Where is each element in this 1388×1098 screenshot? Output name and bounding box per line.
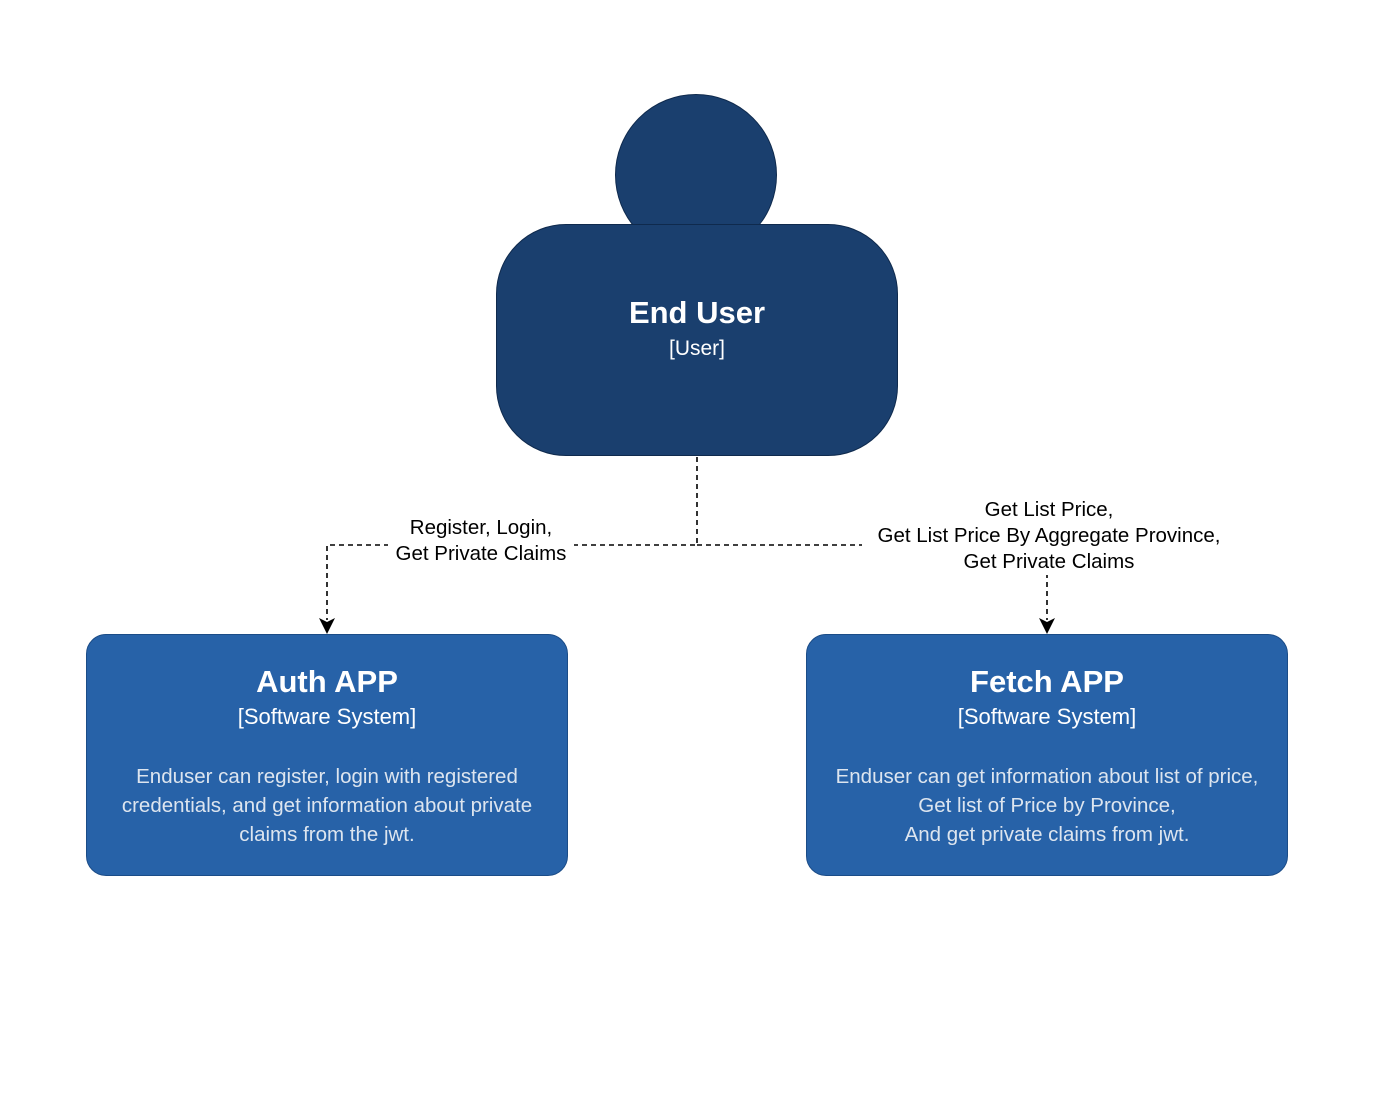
arrowhead-fetch	[1039, 618, 1055, 634]
description-line: Get list of Price by Province,	[918, 794, 1176, 817]
edge-label-line: Get List Price,	[984, 498, 1114, 521]
person-type: [User]	[668, 337, 725, 360]
system-description: Enduser can get information about list o…	[817, 762, 1277, 849]
system-auth-app[interactable]: Auth APP [Software System] Enduser can r…	[86, 634, 568, 876]
system-name: Fetch APP	[970, 664, 1124, 699]
system-type: [Software System]	[237, 704, 417, 729]
description-line: Enduser can register, login with registe…	[136, 765, 518, 788]
system-type: [Software System]	[957, 704, 1137, 729]
edge-label-fetch: Get List Price, Get List Price By Aggreg…	[862, 497, 1236, 575]
system-fetch-app[interactable]: Fetch APP [Software System] Enduser can …	[806, 634, 1288, 876]
description-line: claims from the jwt.	[239, 823, 415, 846]
edge-label-line: Register, Login,	[409, 516, 553, 539]
edge-label-line: Get List Price By Aggregate Province,	[877, 524, 1221, 547]
edge-label-line: Get Private Claims	[963, 550, 1135, 573]
description-line: And get private claims from jwt.	[904, 823, 1190, 846]
edge-user-to-fetch	[697, 544, 1048, 620]
system-description: Enduser can register, login with registe…	[97, 762, 557, 849]
system-name: Auth APP	[256, 664, 398, 699]
person-end-user[interactable]: End User [User]	[496, 224, 898, 456]
edge-label-line: Get Private Claims	[395, 542, 567, 565]
person-name: End User	[628, 295, 766, 330]
arrowhead-auth	[319, 618, 335, 634]
description-line: credentials, and get information about p…	[121, 794, 533, 817]
description-line: Enduser can get information about list o…	[835, 765, 1259, 788]
edge-label-auth: Register, Login, Get Private Claims	[388, 515, 574, 567]
